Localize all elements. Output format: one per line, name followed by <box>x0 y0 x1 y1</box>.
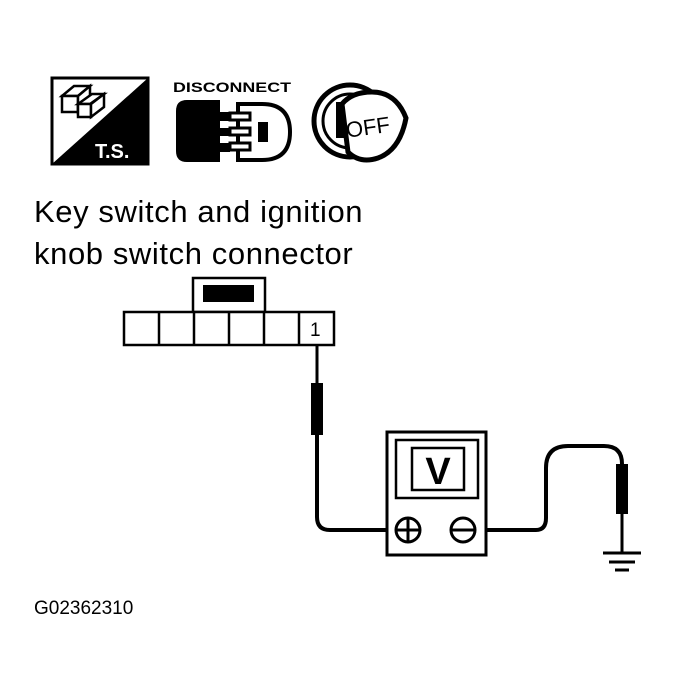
figure-id: G02362310 <box>34 598 134 619</box>
ground-icon <box>603 551 641 572</box>
positive-test-lead <box>311 345 396 532</box>
disconnect-icon: DISCONNECT <box>173 79 293 162</box>
ts-label: T.S. <box>95 141 129 163</box>
disconnect-label: DISCONNECT <box>173 79 292 95</box>
negative-probe <box>616 464 628 514</box>
ignition-key-off-icon: OFF <box>311 82 409 163</box>
voltmeter-v-label: V <box>425 451 451 493</box>
negative-terminal-icon <box>449 516 477 544</box>
troubleshooting-icon: T.S. <box>50 76 150 166</box>
caption-line-2: knob switch connector <box>34 236 354 271</box>
voltmeter: V <box>385 430 488 557</box>
negative-test-lead <box>476 444 628 553</box>
connector-pin-1-label: 1 <box>310 320 321 341</box>
positive-terminal-icon <box>394 516 422 544</box>
positive-probe <box>311 383 323 435</box>
key-switch-connector <box>122 276 336 347</box>
connector-cube-icon <box>58 83 108 120</box>
caption-line-1: Key switch and ignition <box>34 194 364 229</box>
connector-latch-slot <box>203 285 254 302</box>
off-label: OFF <box>344 112 391 143</box>
